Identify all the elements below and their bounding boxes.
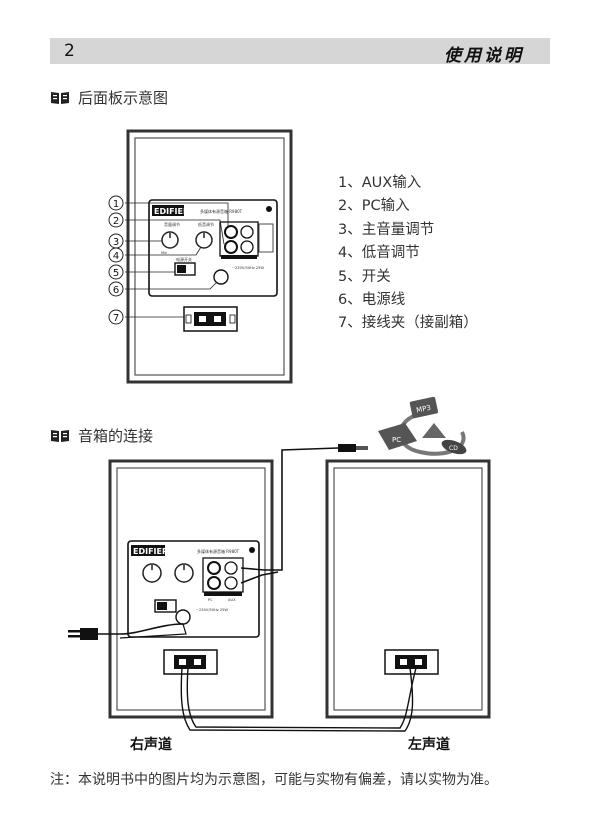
svg-text:多媒体有源音箱 R980T: 多媒体有源音箱 R980T [200, 208, 243, 214]
right-speaker: EDIFIER 多媒体有源音箱 R980T PC AUX ~230V/50Hz … [108, 459, 274, 719]
pc-jack-r [240, 240, 254, 254]
svg-text:EDIFIER: EDIFIER [154, 207, 189, 216]
svg-text:PC: PC [392, 436, 401, 444]
aux-jack-r [240, 225, 254, 239]
speaker-terminal [163, 649, 218, 675]
power-cord-inlet [213, 269, 229, 285]
bass-knob [174, 563, 194, 583]
svg-text:低音调节: 低音调节 [198, 221, 214, 227]
section-title-rear-panel: 后面板示意图 [50, 87, 168, 108]
power-plug-icon [80, 628, 98, 640]
svg-text:~230V/50Hz 25W: ~230V/50Hz 25W [232, 266, 264, 270]
svg-text:Min: Min [161, 251, 167, 255]
audio-cable [240, 447, 339, 571]
speaker-terminal [183, 306, 238, 332]
pc-jack-l [224, 240, 238, 254]
bass-knob [195, 231, 213, 249]
power-cord [98, 623, 184, 635]
section-title-text: 后面板示意图 [78, 89, 169, 107]
legend-item: 3、主音量调节 [338, 221, 435, 238]
legend-item: 2、PC输入 [338, 198, 410, 215]
play-triangle-icon [422, 423, 446, 438]
footnote: 注：本说明书中的图片均为示意图，可能与实物有偏差，请以实物为准。 [50, 772, 498, 788]
section-title-text: 音箱的连接 [78, 427, 154, 445]
caption-left-channel: 左声道 [408, 737, 450, 753]
header-title: 使用说明 [444, 46, 524, 66]
svg-text:音量调节: 音量调节 [164, 221, 180, 227]
brand-logo [152, 205, 184, 216]
svg-text:MP3: MP3 [416, 404, 432, 415]
svg-text:~230V/50Hz 25W: ~230V/50Hz 25W [196, 608, 228, 612]
callout-lines [125, 202, 229, 318]
pc-icon [378, 423, 417, 450]
audio-plug [338, 444, 356, 452]
callout-circles [108, 195, 124, 325]
legend-item: 5、开关 [338, 268, 391, 285]
section-title-connection: 音箱的连接 [50, 425, 153, 446]
volume-knob [161, 231, 179, 249]
svg-text:AUX: AUX [228, 598, 236, 602]
svg-text:PC: PC [208, 598, 213, 602]
callout-4: 4 [113, 251, 119, 262]
rear-panel-diagram: EDIFIER 多媒体有源音箱 R980T 音量调节 低音调节 Min 电源开关… [126, 129, 293, 384]
callout-3: 3 [113, 237, 119, 248]
legend-item: 1、AUX输入 [338, 175, 422, 191]
left-speaker [325, 459, 491, 719]
cd-icon [441, 439, 467, 455]
callout-7: 7 [113, 313, 119, 324]
legend-item: 4、低音调节 [338, 245, 420, 262]
caption-right-channel: 右声道 [130, 737, 172, 753]
speaker-wire [180, 667, 414, 732]
svg-text:CD: CD [449, 445, 458, 452]
mp3-player-icon [409, 396, 439, 419]
brand-logo: EDIFIER [133, 547, 168, 556]
book-icon [51, 92, 69, 104]
legend-item: 7、接线夹（接副箱） [338, 315, 478, 332]
callout-5: 5 [113, 268, 119, 279]
callout-1: 1 [113, 199, 119, 210]
callout-2: 2 [113, 216, 119, 227]
book-icon [51, 430, 69, 442]
volume-knob [142, 563, 162, 583]
page-number: 2 [64, 41, 75, 61]
page-header: 2 使用说明 [50, 38, 550, 66]
power-cord-inlet [175, 609, 191, 625]
aux-jack-l [224, 225, 238, 239]
rear-panel-legend: 1、AUX输入 2、PC输入 3、主音量调节 4、低音调节 5、开关 6、电源线… [338, 172, 478, 336]
source-devices-graphic: MP3 PC CD [378, 396, 467, 456]
legend-item: 6、电源线 [338, 292, 406, 309]
svg-text:多媒体有源音箱 R980T: 多媒体有源音箱 R980T [197, 548, 240, 554]
callout-6: 6 [113, 285, 119, 296]
svg-text:电源开关: 电源开关 [176, 256, 192, 262]
